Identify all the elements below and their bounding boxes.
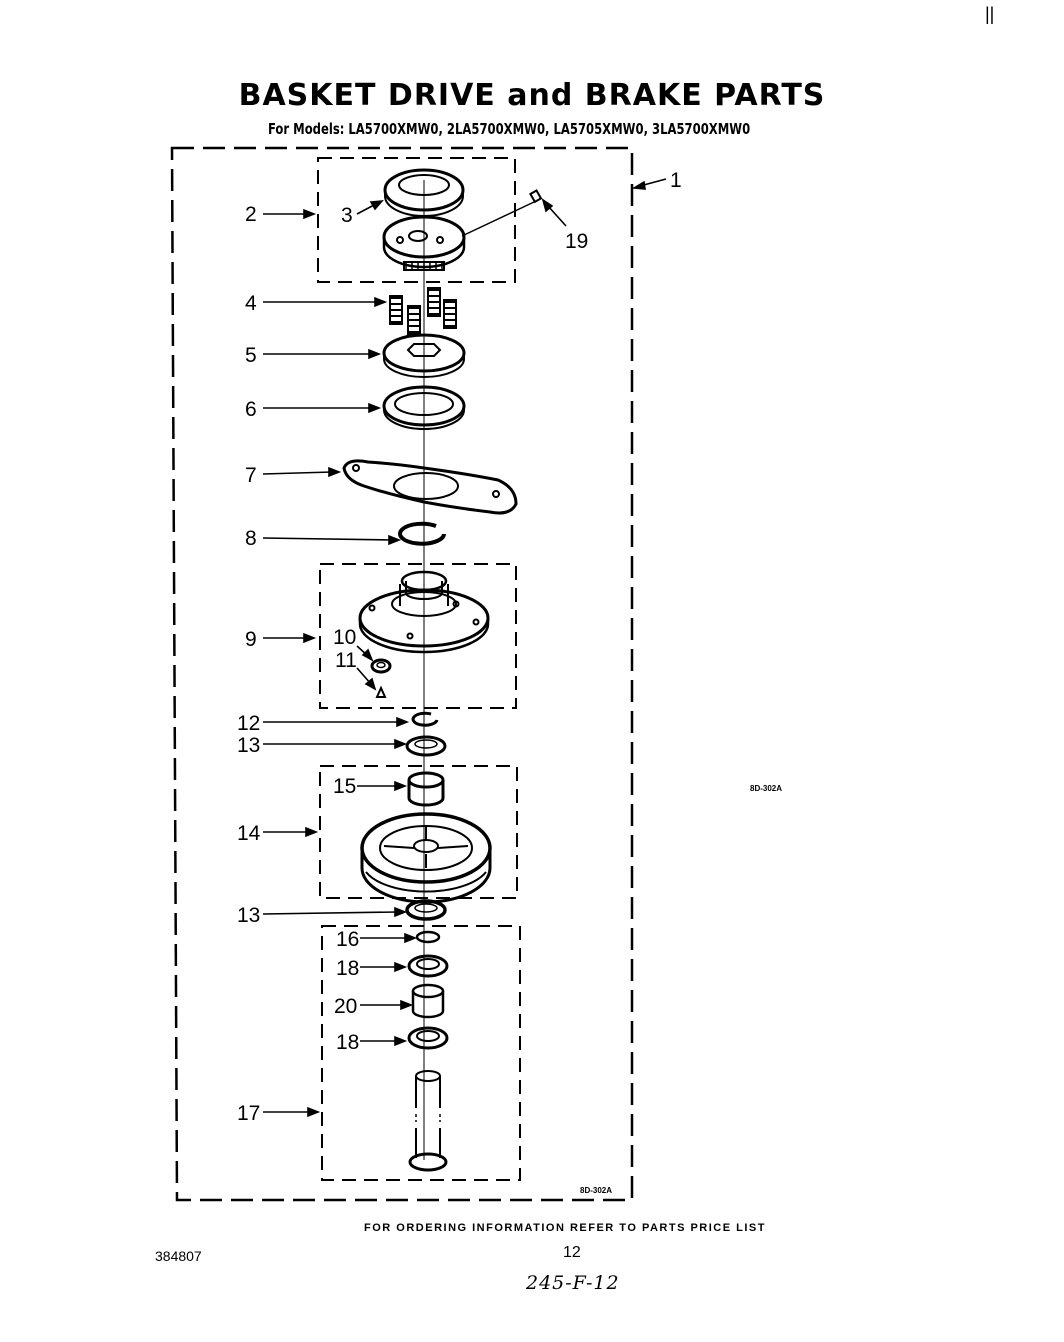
leader-15 (357, 780, 408, 792)
subassembly-box-17 (321, 925, 521, 1181)
callout-6: 6 (245, 398, 257, 421)
part-15-bushing (407, 771, 445, 807)
subassembly-box-14 (319, 765, 518, 899)
part-5-brake-plate (382, 333, 466, 378)
callout-4: 4 (245, 292, 257, 315)
leader-5 (263, 348, 382, 360)
part-14-pulley (360, 812, 492, 904)
leader-8 (262, 534, 402, 546)
leader-18b (360, 1035, 408, 1047)
part-11-screw (375, 685, 387, 698)
part-13-washer-upper (405, 735, 447, 757)
part-17-shaft (408, 1070, 448, 1172)
leader-arrows (262, 178, 667, 1118)
leader-11 (356, 667, 377, 691)
part-6-lining (382, 385, 466, 430)
part-9-drum-housing (358, 570, 490, 654)
leader-18a (360, 961, 408, 973)
callout-14: 14 (237, 822, 261, 845)
part-7-mounting-plate (342, 459, 518, 515)
leader-14 (263, 826, 319, 838)
model-list: For Models: LA5700XMW0, 2LA5700XMW0, LA5… (268, 120, 751, 138)
leader-2 (263, 208, 317, 220)
leader-13a (263, 738, 408, 750)
leader-9 (263, 632, 317, 644)
leader-6 (263, 402, 382, 414)
part-8-retaining-ring (398, 521, 446, 546)
part-2-hub (382, 215, 466, 271)
callout-1: 1 (670, 169, 682, 192)
leader-10 (356, 645, 374, 662)
leader-13b (262, 906, 408, 918)
callout-8: 8 (245, 527, 257, 550)
leader-3 (356, 200, 384, 215)
callout-17: 17 (237, 1102, 260, 1125)
part-13-washer-lower (405, 899, 447, 921)
part-10-nut (370, 658, 392, 674)
subassembly-box-2 (317, 157, 516, 283)
callout-5: 5 (245, 344, 257, 367)
subassembly-box-9 (319, 563, 517, 709)
leader-4 (263, 296, 388, 308)
leader-17 (263, 1106, 321, 1118)
leader-19 (541, 198, 567, 227)
leader-12 (263, 716, 410, 728)
part-18-bearing-lower (407, 1026, 449, 1050)
box-reference: 8D-302A (580, 1186, 612, 1195)
callout-18-upper: 18 (336, 957, 359, 980)
part-12-snap-ring (411, 711, 439, 727)
side-reference: 8D-302A (750, 784, 783, 793)
callout-13-upper: 13 (237, 734, 260, 757)
part-18-bearing-upper (407, 954, 449, 978)
callout-13-lower: 13 (237, 904, 260, 927)
part-19-pin (461, 189, 543, 237)
callout-3: 3 (341, 204, 353, 227)
callout-9: 9 (245, 628, 257, 651)
part-4-springs (389, 287, 457, 335)
leader-20 (360, 999, 414, 1011)
leader-7 (262, 466, 342, 478)
corner-mark: || (985, 4, 995, 24)
document-number: 384807 (155, 1248, 202, 1264)
callout-10: 10 (333, 626, 356, 649)
leader-1 (631, 178, 667, 190)
leader-16 (360, 932, 418, 944)
callout-19: 19 (565, 230, 588, 253)
callout-2: 2 (245, 203, 257, 226)
callout-16: 16 (336, 928, 359, 951)
part-16-ring (415, 930, 441, 944)
page-number: 12 (563, 1244, 581, 1261)
ordering-note: FOR ORDERING INFORMATION REFER TO PARTS … (364, 1222, 766, 1234)
page-title: BASKET DRIVE and BRAKE PARTS (238, 78, 826, 113)
callout-11: 11 (335, 649, 357, 672)
callout-15: 15 (333, 775, 356, 798)
callout-7: 7 (245, 464, 257, 487)
callout-18-lower: 18 (336, 1031, 359, 1054)
handwritten-note: 245-F-12 (526, 1272, 620, 1294)
callout-20: 20 (334, 995, 357, 1018)
callout-12: 12 (237, 712, 260, 735)
part-20-sleeve (411, 983, 445, 1019)
